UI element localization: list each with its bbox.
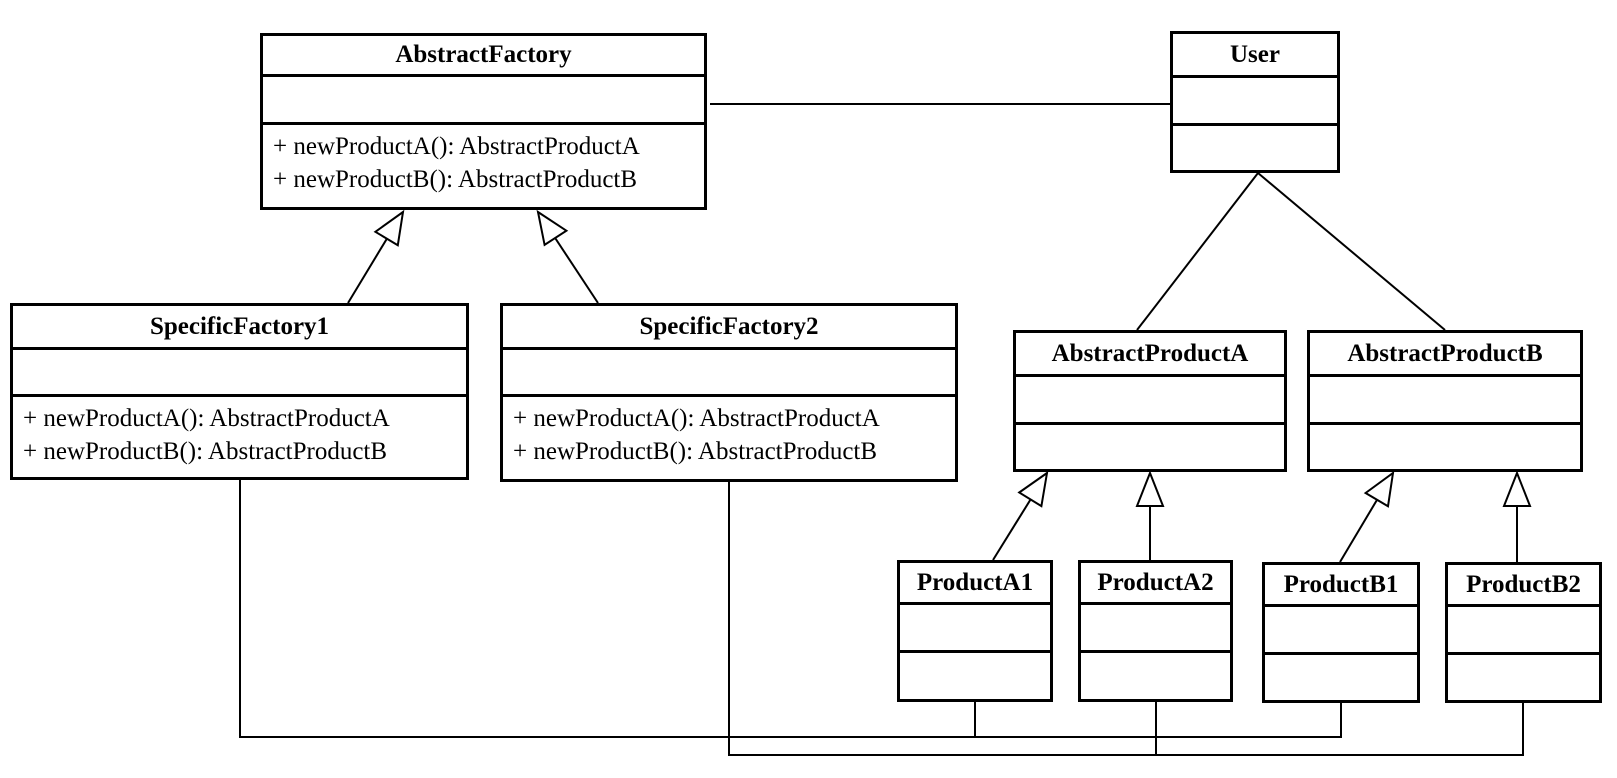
method-label: + newProductB(): AbstractProductB bbox=[513, 438, 878, 465]
class-attributes-compartment bbox=[13, 350, 466, 397]
class-title: AbstractProductA bbox=[1016, 333, 1284, 377]
method-label: + newProductA(): AbstractProductA bbox=[23, 405, 390, 432]
association-specificfactory2-products bbox=[728, 480, 1524, 756]
class-attributes-compartment bbox=[503, 350, 955, 397]
class-title: SpecificFactory1 bbox=[13, 306, 466, 350]
method-label: + newProductB(): AbstractProductB bbox=[23, 438, 388, 465]
triangle-arrowhead bbox=[373, 209, 405, 247]
triangle-arrowhead bbox=[1135, 470, 1165, 507]
class-title: ProductA2 bbox=[1081, 563, 1230, 605]
class-specific-factory2: SpecificFactory2 + newProductA(): Abstra… bbox=[500, 303, 958, 482]
class-methods-compartment: + newProductA(): AbstractProductA + newP… bbox=[13, 397, 466, 477]
triangle-arrowhead bbox=[536, 209, 569, 247]
class-attributes-compartment bbox=[1016, 377, 1284, 425]
association-specificfactory1-products bbox=[239, 478, 1342, 738]
class-methods-compartment bbox=[1016, 425, 1284, 469]
class-title: ProductB2 bbox=[1448, 565, 1599, 607]
class-user: User bbox=[1170, 31, 1340, 173]
class-methods-compartment bbox=[900, 653, 1050, 699]
class-title: User bbox=[1173, 34, 1337, 78]
triangle-arrowhead bbox=[1363, 470, 1395, 508]
class-attributes-compartment bbox=[263, 77, 704, 125]
class-attributes-compartment bbox=[1265, 607, 1417, 655]
class-title: ProductA1 bbox=[900, 563, 1050, 605]
class-product-b1: ProductB1 bbox=[1262, 562, 1420, 703]
class-methods-compartment bbox=[1265, 655, 1417, 700]
class-abstract-product-a: AbstractProductA bbox=[1013, 330, 1287, 472]
class-product-a2: ProductA2 bbox=[1078, 560, 1233, 702]
class-attributes-compartment bbox=[1173, 78, 1337, 126]
class-methods-compartment bbox=[1081, 653, 1230, 699]
class-product-b2: ProductB2 bbox=[1445, 562, 1602, 703]
class-title: AbstractFactory bbox=[263, 36, 704, 77]
class-methods-compartment: + newProductA(): AbstractProductA + newP… bbox=[263, 125, 704, 207]
class-attributes-compartment bbox=[900, 605, 1050, 653]
method-label: + newProductA(): AbstractProductA bbox=[273, 133, 640, 160]
method-label: + newProductB(): AbstractProductB bbox=[273, 166, 638, 193]
triangle-arrowhead bbox=[1017, 470, 1049, 508]
class-attributes-compartment bbox=[1310, 377, 1580, 425]
class-abstract-factory: AbstractFactory + newProductA(): Abstrac… bbox=[260, 33, 707, 210]
class-title: AbstractProductB bbox=[1310, 333, 1580, 377]
class-methods-compartment: + newProductA(): AbstractProductA + newP… bbox=[503, 397, 955, 479]
association-user-abstractproducta bbox=[1136, 172, 1259, 331]
method-label: + newProductA(): AbstractProductA bbox=[513, 405, 880, 432]
class-attributes-compartment bbox=[1448, 607, 1599, 655]
class-methods-compartment bbox=[1310, 425, 1580, 469]
class-product-a1: ProductA1 bbox=[897, 560, 1053, 702]
triangle-arrowhead bbox=[1502, 470, 1532, 507]
class-abstract-product-b: AbstractProductB bbox=[1307, 330, 1583, 472]
class-title: ProductB1 bbox=[1265, 565, 1417, 607]
class-methods-compartment bbox=[1448, 655, 1599, 700]
class-title: SpecificFactory2 bbox=[503, 306, 955, 350]
class-attributes-compartment bbox=[1081, 605, 1230, 653]
association-user-abstractproductb bbox=[1257, 172, 1446, 331]
class-methods-compartment bbox=[1173, 126, 1337, 170]
class-specific-factory1: SpecificFactory1 + newProductA(): Abstra… bbox=[10, 303, 469, 480]
